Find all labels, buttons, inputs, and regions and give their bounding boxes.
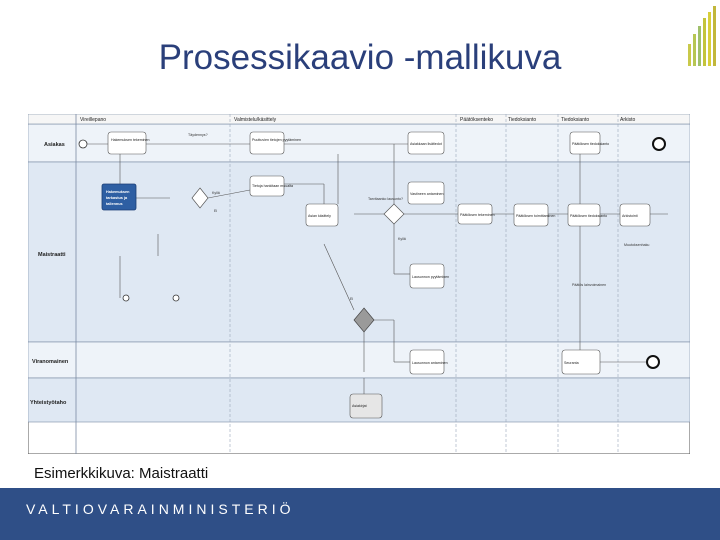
task-label: Päätöksen tiedoksianto — [570, 214, 607, 218]
start-event — [78, 139, 88, 149]
task-box — [513, 203, 549, 227]
task-box — [107, 131, 147, 155]
column-header: Valmistelu/käsittely — [234, 117, 277, 123]
figure-caption: Esimerkkikuva: Maistraatti — [34, 465, 209, 482]
task-box — [305, 203, 339, 227]
column-header: Arkisto — [620, 117, 636, 123]
task-box — [349, 393, 383, 419]
end-event — [646, 355, 660, 369]
brand-name: VALTIOVARAINMINISTERIÖ — [26, 501, 295, 517]
brand-bars-icon — [688, 6, 716, 66]
task-box — [409, 349, 445, 375]
task-box — [407, 181, 445, 205]
gateway — [191, 187, 209, 209]
lane-label: Asiakas — [44, 142, 65, 148]
flow-label: Ei — [350, 297, 353, 301]
flow-label: Kyllä — [398, 237, 406, 241]
task-box — [567, 203, 601, 227]
flow-label: Kyllä — [212, 191, 220, 195]
svg-text:tallennus: tallennus — [106, 202, 123, 206]
svg-text:tarkastus ja: tarkastus ja — [106, 196, 128, 200]
task-box — [249, 175, 285, 197]
footer-bar — [0, 488, 720, 540]
task-label: Päätöksen toimittaminen — [516, 214, 555, 218]
end-event — [652, 137, 666, 151]
process-diagram: Vireillepano Valmistelu/käsittely Päätök… — [28, 114, 690, 454]
task-label: Vastineen antaminen — [410, 192, 444, 196]
task-label: Puuttuvien tietojen pyytäminen — [252, 138, 301, 142]
task-label: Arkistointi — [622, 214, 638, 218]
task-label: Asian käsittely — [308, 214, 331, 218]
flow-label: Täydennys? — [188, 133, 208, 137]
task-label: Hakemuksen tekeminen — [111, 138, 150, 142]
task-label: Lausunnon pyytäminen — [412, 275, 449, 279]
task-box — [619, 203, 651, 227]
gateway — [383, 203, 405, 225]
task-box — [409, 263, 445, 289]
task-label: Asiakkaan lisätiedot — [410, 142, 442, 146]
task-label: Tietoja hankitaan muualta — [252, 184, 293, 188]
lane-label: Maistraatti — [38, 252, 66, 258]
svg-text:Hakemuksen: Hakemuksen — [106, 190, 130, 194]
flow-label: Muutoksenhaku — [624, 243, 649, 247]
task-box — [569, 131, 601, 155]
slide-title: Prosessikaavio -mallikuva — [158, 38, 562, 77]
lane-label: Yhteistyötaho — [30, 400, 67, 406]
task-label: Lausunnon antaminen — [412, 361, 448, 365]
task-box — [407, 131, 445, 155]
column-header: Vireillepano — [80, 117, 106, 123]
highlighted-task — [101, 183, 137, 211]
task-box — [249, 131, 285, 155]
task-box — [457, 203, 493, 225]
column-header: Tiedoksianto — [508, 117, 536, 123]
column-header: Päätöksenteko — [460, 117, 493, 123]
task-label: Seuranta — [564, 361, 579, 365]
task-label: Päätöksen tekeminen — [460, 213, 495, 217]
column-header: Tiedoksianto — [561, 117, 589, 123]
gateway — [353, 307, 375, 333]
lane-label: Viranomainen — [32, 359, 69, 365]
lane-maistraatti — [28, 161, 690, 343]
task-label: Asiakirjat — [352, 404, 367, 408]
flow-label: Päätös lainvoimainen — [572, 283, 606, 287]
flow-label: Tarvitaanko lausunto? — [368, 197, 403, 201]
task-box — [561, 349, 601, 375]
flow-label: Ei — [214, 209, 217, 213]
task-label: Päätöksen tiedoksianto — [572, 142, 609, 146]
